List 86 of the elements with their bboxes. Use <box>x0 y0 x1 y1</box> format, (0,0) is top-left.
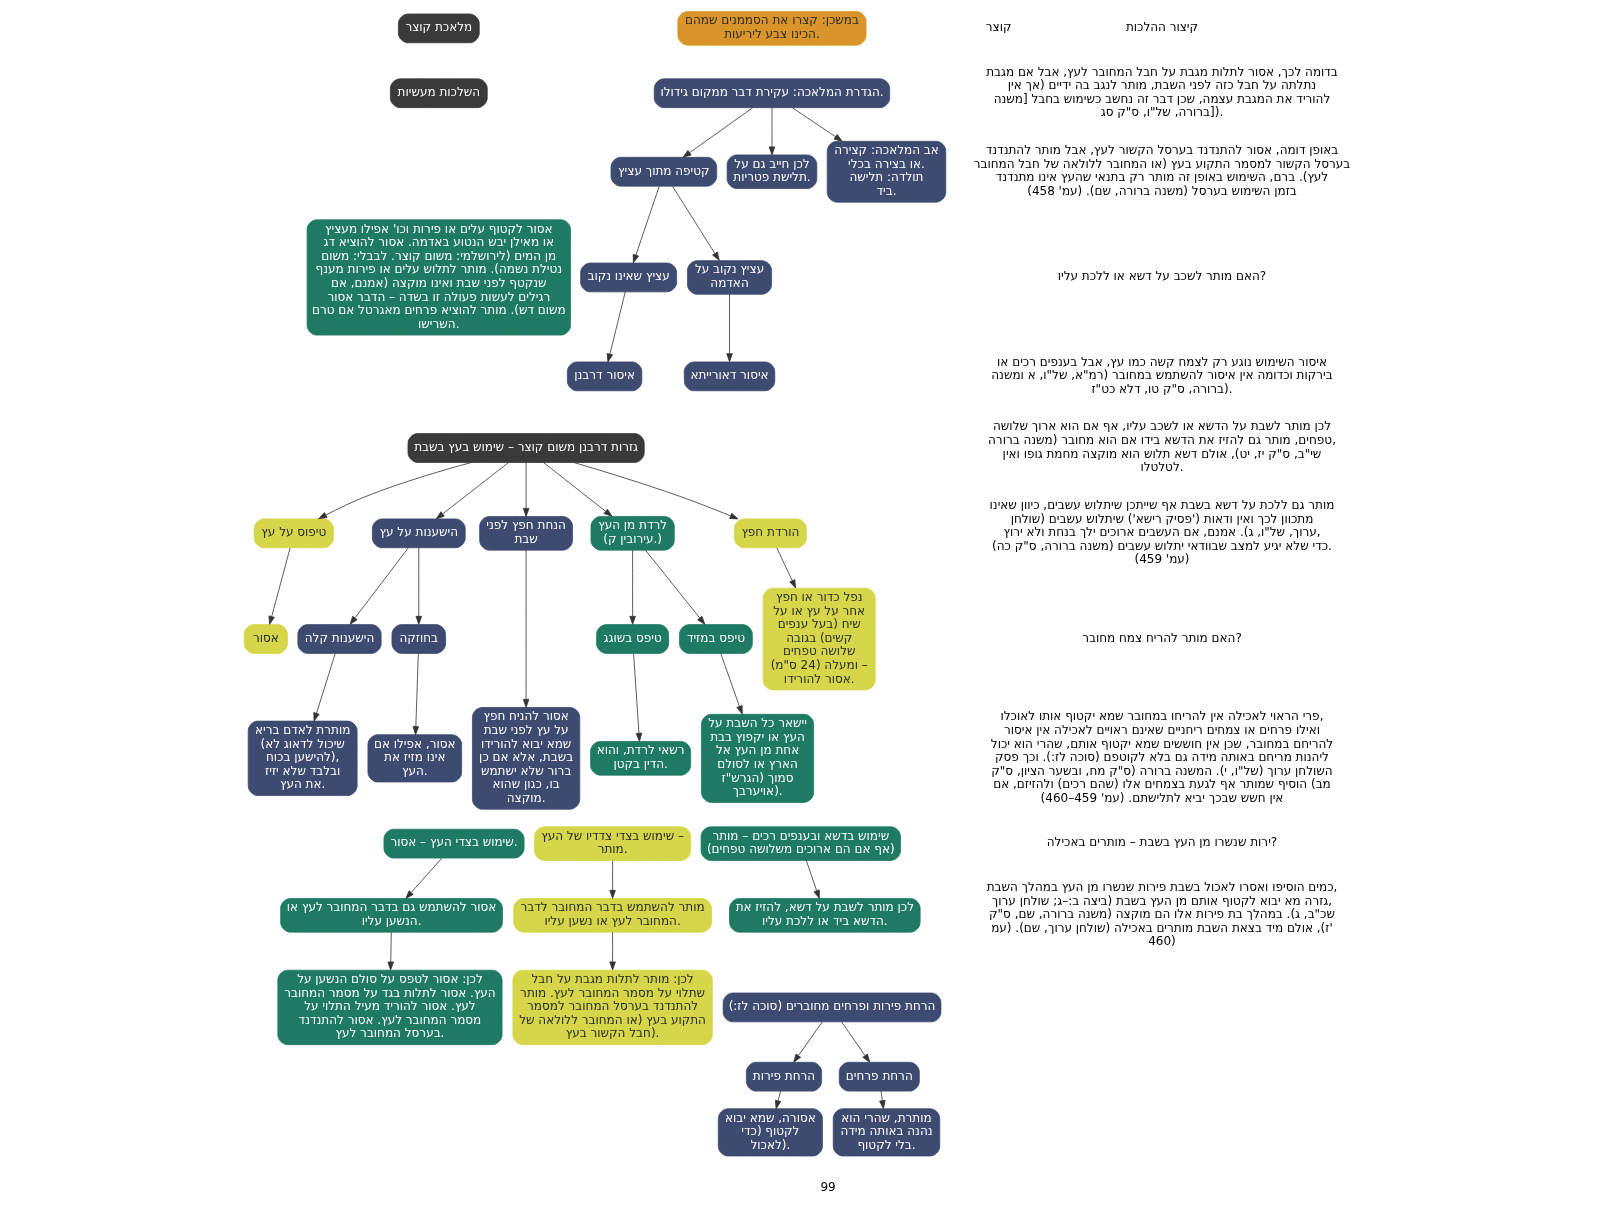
node-box: לכן: מותר לתלות מגבת על חבל שתלוי על מסמר המחובר לעץ. מותר להתנדנד בערסל המחובר למסמר התקוע בעץ (או המחובר ללולאה של חבל הקשור בעץ). <box>512 969 713 1046</box>
arrow <box>412 653 420 736</box>
label: פרי הראוי לאכילה אין להריחו במחובר שמא יקטוף אותו לאוכלו, ואילו פרחים או צמחים ריחניים שאינם ראויים לאכילה אין איסור להריחם במחובר, שכן אין חוששים שמא יקטוף אותם, שהרי הוא יכול ליהנות מריחם באותה מידה גם בלא לקוטפם (סוכה לז:). וכך פסק השולחן ערוך (של"ו, י). המשנה ברורה (ס"ק מח, ובשער הציון, ס"ק מב) הוסיף שמותר אף לגעת בצמחים אלו (שהם רכים) ולהזיזם, אם אין חשש שבכך יביא לתלישתם. (עמ' 459–460) <box>990 709 1334 806</box>
label: קוצר <box>985 20 1012 35</box>
node-box: לכן מותר לשבת על דשא, להזיז את הדשא ביד או ללכת עליו. <box>729 898 921 933</box>
arrow <box>805 860 820 899</box>
node-box: שימוש בצדי צדדיו של העץ – מותר. <box>534 826 692 861</box>
node-box: עציץ שאינו נקוב <box>580 262 678 293</box>
node-box: הנחת חפץ לפני שבת <box>479 516 573 551</box>
node-box: שימוש בדשא ובענפים רכים – מותר (אף אם הם ארוכים משלושה טפחים) <box>700 826 901 861</box>
arrow <box>435 462 509 520</box>
arrow <box>318 462 472 520</box>
node-box: אסורה, שמא יבוא לקטוף (כדי לאכול). <box>717 1108 823 1157</box>
node-box: הישענות על עץ <box>371 518 466 549</box>
node-box: רשאי לרדת, והוא הדין בקטן. <box>590 741 692 776</box>
arrow <box>313 653 336 722</box>
arrow <box>720 653 743 715</box>
label: 99 <box>820 1179 836 1194</box>
label: איסור השימוש נוגע רק לצמח קשה כמו עץ, אבל בענפים רכים או בירקות וכדומה אין איסור להשתמש במחובר (רמ"א, של"ו, א ומשנה ברורה, ס"ק טו, דלא כט"ז). <box>991 354 1333 396</box>
arrow <box>387 931 394 971</box>
label: לכן מותר לשבת על הדשא או לשכב עליו, אף אם הוא ארוך שלושה טפחים, מותר גם להזיז את הדשא בידו אם הוא מחובר (משנה ברורה, שי"ב, ס"ק יז, יט), אולם דשא תלוש הוא מוקצה מחמת גופו ואין לטלטלו. <box>988 419 1336 475</box>
node-box: במשכן: קצרו את הסממנים שמהם הכינו צבע ליריעות. <box>677 11 867 46</box>
arrow <box>672 185 720 261</box>
node-box: הרחת פרחים <box>838 1061 920 1092</box>
node-box: מותרת לאדם בריא (שיכול לדאוג לא להישען בכוח), ובלבד שלא יזיז את העץ. <box>247 720 358 796</box>
arrow <box>776 547 797 589</box>
node-box: אב המלאכה: קצירה או בצירה בכלי. תולדה: תלישה ביד. <box>826 140 947 203</box>
node-box: איסור דאורייתא <box>683 361 776 392</box>
node-box: אסור להניח חפץ על עץ לפני שבת שמא יבוא להורידו בשבת, אלא אם כן ברור שלא ישתמש בו, כגון שהוא מוקצה. <box>472 707 581 810</box>
label: האם מותר להריח צמח מחובר? <box>1082 630 1242 645</box>
arrow <box>726 293 733 363</box>
arrow <box>774 1090 782 1110</box>
node-box: הגדרת המלאכה: עקירת דבר ממקום גידולו. <box>653 78 891 109</box>
node-box: עציץ נקוב על האדמה <box>687 260 772 295</box>
arrow <box>645 549 706 625</box>
arrow <box>606 291 626 363</box>
node-box: גזרות דרבנן משום קוצר – שימוש בעץ בשבת <box>407 433 645 463</box>
node-box: הרחת פירות <box>745 1061 822 1092</box>
label: בדומה לכך, אסור לתלות מגבת על חבל המחובר לעץ, אבל אם מגבת נתלתה על חבל כזה לפני השבת, מותר לנגב בה ידיים (אך אין להוריד את המגבת עצמה, שכן דבר זה נחשב כשימוש בחבל [משנה ברורה, של"ו, ס"ק סג]). <box>986 64 1338 120</box>
arrow <box>768 107 776 156</box>
node-box: הישענות קלה <box>297 624 382 654</box>
node-box: טיפס במזיד <box>679 624 753 654</box>
arrow <box>792 107 843 142</box>
node-box: שימוש בצדי העץ – אסור. <box>383 828 525 859</box>
arrow <box>349 547 409 625</box>
node-box: הרחת פירות ופרחים מחוברים (סוכה לז:) <box>722 992 942 1023</box>
node-box: אסור <box>243 624 288 654</box>
arrow <box>629 549 636 625</box>
node-box: מלאכת קוצר <box>397 13 480 44</box>
node-box: הורדת חפץ <box>733 518 807 549</box>
node-box: איסור דרבנן <box>566 361 643 392</box>
node-box: השלכות מעשיות <box>389 78 488 109</box>
label: קיצור ההלכות <box>1125 20 1199 35</box>
node-box: לרדת מן העץ (עירובין ק.) <box>590 516 675 551</box>
arrow <box>879 1090 886 1110</box>
node-box: טיפוס על עץ <box>253 518 334 549</box>
node-box: אסור לקטוף עלים או פירות וכו' אפילו מעציץ או מאילן יבש הנטוע באדמה. אסור להוציא דג מן המים (לירושלמי: משום קוצר. לבבלי: משום נטילת נשמה). מותר לתלוש עלים או פירות מענף שנקטף לפני שבת ואינו מוקצה (אמנם, אם רגילים לעשות פעולה זו בשדה – הדבר אסור משום דש). מותר להוציא פרחים מאגרטל אם טרם השרישו. <box>306 219 571 336</box>
label: באופן דומה, אסור להתנדנד בערסל הקשור לעץ, אבל מותר להתנדנד בערסל הקשור למסמר התקוע בעץ (או המחובר ללולאה של חבל המחובר לעץ). ברם, השימוש באופן זה מותר רק בתנאי שהעץ אינו מתנדנד בזמן השימוש בערסל (משנה ברורה, שם). (עמ' 458) <box>973 143 1351 198</box>
node-box: קטיפה מתוך עציץ <box>610 156 718 187</box>
arrow <box>632 185 660 264</box>
node-box: יישאר כל השבת על העץ או יקפוץ בבת אחת מן העץ אל הארץ או לסולם סמוך (הגרש"ז אויערבך). <box>701 713 814 803</box>
node-box: לכן: אסור לטפס על סולם הנשען על העץ. אסור לתלות בגד על מסמר המחובר לעץ. אסור להוריד מעיל התלוי על מסמר המחובר לעץ. אסור להתנדנד בערסל המחובר לעץ. <box>277 969 503 1046</box>
arrow <box>609 931 616 971</box>
node-box: אסור, אפילו אם אינו מזיז את העץ. <box>367 734 463 783</box>
arrow <box>543 462 613 517</box>
arrow <box>415 547 422 625</box>
arrow <box>522 462 530 517</box>
node-box: טיפס בשוגג <box>596 624 670 654</box>
arrow <box>522 549 530 708</box>
node-box: מותרת, שהרי הוא נהנה באותה מידה בלי לקטוף. <box>832 1108 941 1157</box>
node-box: בחוזקה <box>391 624 446 654</box>
arrow <box>268 547 291 625</box>
node-box: נפל כדור או חפץ אחר על עץ או על שיח (בעל ענפים קשים) בגובה שלושה טפחים ומעלה (24 ס"מ) – אסור להורידו. <box>762 587 876 691</box>
arrow <box>405 857 443 899</box>
node-box: מותר להשתמש בדבר המחובר לדבר המחובר לעץ או נשען עליו. <box>513 898 712 933</box>
arrow <box>793 1021 823 1063</box>
arrow <box>573 462 739 520</box>
arrow <box>682 107 754 158</box>
arrow <box>609 860 616 899</box>
node-box: לכן חייב גם על תלישת פטריות. <box>726 154 818 189</box>
label: מותר גם ללכת על דשא בשבת אף שייתכן שיתלוש עשבים, כיוון שאינו מתכוון לכך ואין ודאות ('פסיק רישא') שיתלוש עשבים (שולחן ערוך, של"ו, ג). אמנם, אם העשבים ארוכים ילך בנחת ולא ירוץ, כדי שלא יגיע למצב שבוודאי יתלוש עשבים (משנה ברורה, ס"ק כה). (עמ' 459) <box>989 497 1335 567</box>
node-box: אסור להשתמש גם בדבר המחובר לעץ או הנשען עליו. <box>280 898 503 933</box>
label: ירות שנשרו מן העץ בשבת – מותרים באכילה? <box>1046 835 1278 850</box>
label: האם מותר לשכב על דשא או ללכת עליו? <box>1057 269 1267 284</box>
arrow <box>633 653 643 742</box>
arrow <box>841 1021 871 1063</box>
